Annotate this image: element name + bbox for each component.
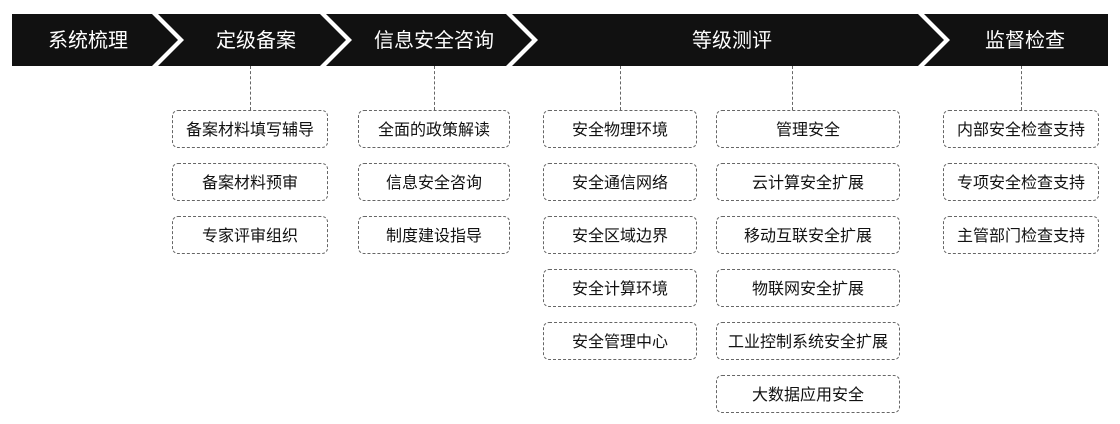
list-item: 安全计算环境 [543, 269, 697, 307]
list-item: 备案材料填写辅导 [172, 110, 328, 148]
connector-3a [620, 66, 621, 110]
connector-2 [434, 66, 435, 110]
connector-3b [792, 66, 793, 110]
step-arrow-3 [326, 14, 532, 66]
list-item: 物联网安全扩展 [716, 269, 900, 307]
step-arrow-5 [924, 14, 1108, 66]
step-arrow-2 [158, 14, 346, 66]
list-item: 大数据应用安全 [716, 375, 900, 413]
list-item: 主管部门检查支持 [943, 216, 1099, 254]
step-label-5: 监督检查 [985, 28, 1065, 52]
list-item: 安全区域边界 [543, 216, 697, 254]
list-item: 内部安全检查支持 [943, 110, 1099, 148]
list-item: 工业控制系统安全扩展 [716, 322, 900, 360]
step-label-1: 系统梳理 [48, 28, 128, 52]
list-item: 信息安全咨询 [358, 163, 510, 201]
list-item: 专项安全检查支持 [943, 163, 1099, 201]
step-arrow-4 [512, 14, 944, 66]
step-arrow-1 [12, 14, 178, 66]
list-item: 安全物理环境 [543, 110, 697, 148]
list-item: 移动互联安全扩展 [716, 216, 900, 254]
step-label-4: 等级测评 [692, 28, 772, 52]
list-item: 安全管理中心 [543, 322, 697, 360]
list-item: 制度建设指导 [358, 216, 510, 254]
connector-1 [250, 66, 251, 110]
list-item: 安全通信网络 [543, 163, 697, 201]
connector-4 [1021, 66, 1022, 110]
process-arrows [12, 14, 1108, 66]
step-label-2: 定级备案 [216, 28, 296, 52]
list-item: 全面的政策解读 [358, 110, 510, 148]
list-item: 云计算安全扩展 [716, 163, 900, 201]
list-item: 专家评审组织 [172, 216, 328, 254]
step-label-3: 信息安全咨询 [374, 28, 494, 52]
list-item: 备案材料预审 [172, 163, 328, 201]
list-item: 管理安全 [716, 110, 900, 148]
